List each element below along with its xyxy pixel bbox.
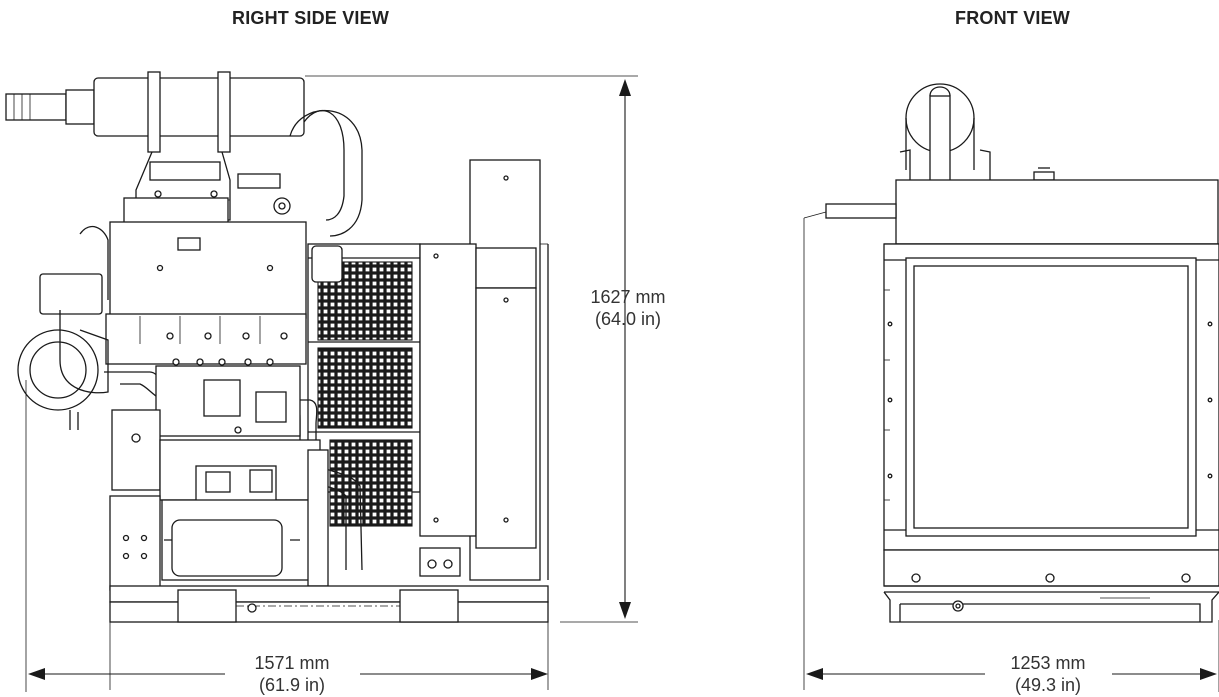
base-skid [109,585,549,690]
width-mm: 1253 mm [1010,653,1086,673]
right-side-view-drawing [5,71,549,690]
starter-alternator-assembly [17,225,109,635]
front-view-title: FRONT VIEW [955,8,1070,28]
height-mm: 1627 mm [590,287,666,307]
front-radiator-frame [883,243,1219,551]
height-dimension-line [305,75,638,623]
height-in: (64.0 in) [594,309,662,329]
length-dimension-label: 1571 mm (61.9 in) [226,652,358,696]
exhaust-outlet-pipe [5,89,95,125]
front-base-frame [883,549,1219,623]
front-side-stub [803,203,897,690]
width-in: (49.3 in) [1014,675,1082,695]
width-dimension-line [806,620,1219,692]
length-dimension-line [25,635,548,692]
width-dimension-label: 1253 mm (49.3 in) [986,652,1110,696]
length-in: (61.9 in) [258,675,326,695]
air-cleaner-housing [105,197,307,366]
engine-block [109,365,461,591]
front-view-drawing [803,83,1219,690]
radiator-side-panel [419,159,549,581]
right-side-view-title: RIGHT SIDE VIEW [232,8,390,28]
front-top-housing [895,179,1219,245]
length-mm: 1571 mm [254,653,330,673]
muffler [93,71,363,237]
height-dimension-label: 1627 mm (64.0 in) [572,286,684,330]
front-exhaust-stack [899,83,1055,187]
